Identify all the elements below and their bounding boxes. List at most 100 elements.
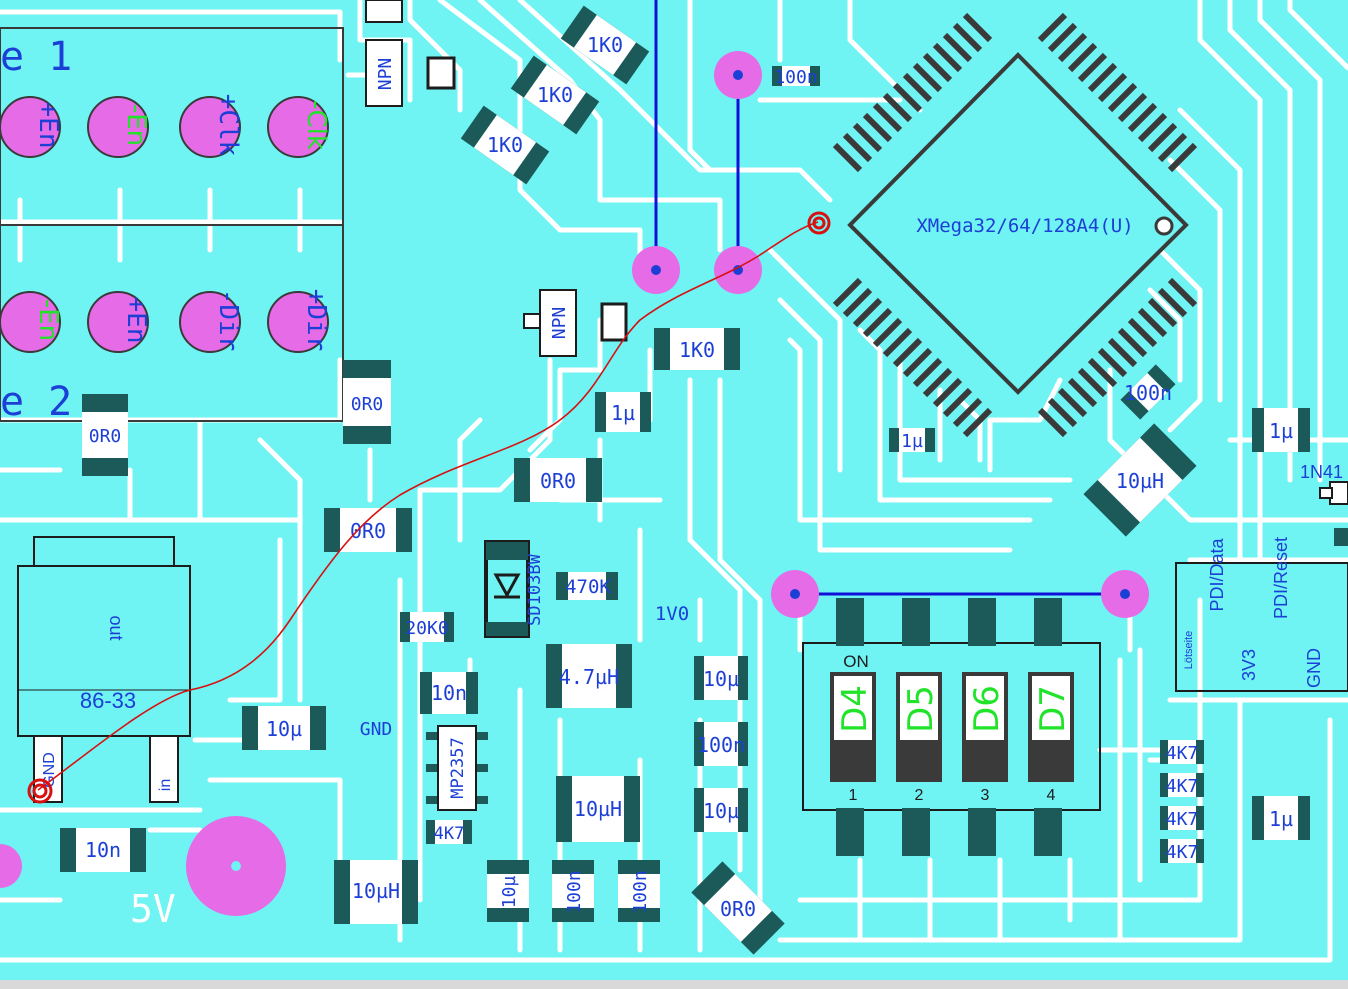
capacitor-10u-d: 10µ [487, 860, 529, 922]
svg-text:20K0: 20K0 [405, 618, 448, 639]
dip-label-4: D7 [1033, 685, 1073, 733]
diode-sd103bw: SD103BW [484, 540, 545, 638]
svg-text:1N41: 1N41 [1300, 462, 1343, 482]
terminal-label-top-1: +En [33, 102, 63, 149]
svg-text:100n: 100n [630, 870, 651, 913]
svg-text:0R0: 0R0 [540, 469, 576, 493]
dip-label-3: D6 [967, 685, 1007, 733]
capacitor-100n-c: 100n [694, 722, 748, 766]
svg-text:1K0: 1K0 [487, 133, 523, 157]
svg-text:1K0: 1K0 [537, 83, 573, 107]
1v0-label: 1V0 [655, 603, 689, 625]
via-pads [0, 0, 1149, 916]
capacitor-100n-d: 100n [552, 860, 594, 922]
svg-text:100n: 100n [774, 67, 817, 88]
buck-converter-ic: MP2357 [426, 725, 488, 811]
dip-label-2: D5 [901, 685, 941, 733]
red-annotation-wire [27, 211, 831, 804]
svg-text:4K7: 4K7 [1166, 809, 1199, 830]
svg-text:0R0: 0R0 [350, 519, 386, 543]
terminal-row-bottom: -En +En -Dir +Dir [0, 289, 331, 353]
pdi-connector: PDI/Data PDI/Reset 3V3 GND Lötseite [1183, 537, 1324, 688]
svg-text:0R0: 0R0 [351, 394, 384, 415]
dip-switch-outline [802, 642, 1101, 811]
svg-text:GND: GND [1304, 648, 1324, 688]
svg-text:1K0: 1K0 [679, 338, 715, 362]
capacitor-100n-mcu [1120, 364, 1176, 420]
capacitor-10n: 10n [420, 672, 478, 714]
gnd-label: GND [360, 719, 393, 740]
capacitor-100n-b: 10n [60, 828, 146, 872]
svg-text:4K7: 4K7 [1166, 743, 1199, 764]
terminal-label-top-2: -En [121, 104, 151, 146]
svg-text:10µ: 10µ [266, 717, 302, 741]
svg-text:10µH: 10µH [574, 797, 622, 821]
dip-label-1: D4 [835, 685, 875, 733]
svg-text:in: in [157, 779, 174, 791]
svg-text:4: 4 [1047, 787, 1056, 804]
terminal-header-1: e 1 [0, 34, 72, 80]
svg-text:Lötseite: Lötseite [1183, 631, 1195, 670]
resistor-1k0-c: 1K0 [460, 105, 550, 185]
inductor-10uh-c: 10µH [556, 776, 640, 842]
resistor-1k0-b: 1K0 [510, 55, 600, 135]
svg-text:10µ: 10µ [499, 876, 520, 909]
diode-1n41: 1N41 [1300, 462, 1348, 546]
pin1-marker-icon [1154, 216, 1174, 236]
voltage-regulator: out 86-33 GND in [17, 536, 191, 803]
dip-switch: ON D4 D5 D6 D7 1 2 3 4 [830, 598, 1074, 856]
svg-text:10µ: 10µ [703, 799, 739, 823]
inductor-4-7uh: 4.7µH [546, 644, 632, 708]
svg-text:1µ: 1µ [1269, 807, 1293, 831]
svg-text:100n: 100n [564, 870, 585, 913]
capacitor-1u-d: 1µ [1252, 796, 1310, 840]
svg-text:10n: 10n [431, 681, 467, 705]
terminal-label-top-4: -Clk [301, 100, 331, 150]
resistor-1k0-d: 1K0 [654, 328, 740, 370]
resistor-array-4k7: 4K7 4K7 4K7 4K7 [1160, 740, 1204, 863]
terminal-label-bottom-1: -En [33, 299, 63, 341]
resistor-1k0-a: 1K0 [560, 5, 650, 85]
terminal-label-bottom-4: +Dir [301, 289, 331, 352]
resistor-20k0: 20K0 [400, 612, 454, 642]
svg-text:PDI/Data: PDI/Data [1207, 537, 1227, 611]
resistor-0r0-d: 0R0 [324, 508, 412, 552]
svg-text:1µ: 1µ [611, 401, 635, 425]
terminal-label-bottom-3: -Dir [213, 289, 243, 352]
terminal-header-2: e 2 [0, 379, 72, 425]
svg-text:0R0: 0R0 [89, 426, 122, 447]
svg-text:NPN: NPN [375, 58, 396, 91]
svg-text:1K0: 1K0 [587, 33, 623, 57]
svg-text:1: 1 [849, 787, 858, 804]
capacitor-10u-c: 10µ [694, 788, 748, 832]
svg-text:MP2357: MP2357 [448, 737, 468, 798]
mcu-chip: XMega32/64/128A4(U) [832, 12, 1198, 438]
svg-text:470K: 470K [565, 576, 611, 598]
svg-text:100n: 100n [697, 733, 745, 757]
5v-label: 5V [130, 887, 176, 931]
capacitor-100n-e: 100n [618, 860, 660, 922]
svg-text:4.7µH: 4.7µH [559, 665, 619, 689]
svg-text:4K7: 4K7 [434, 824, 465, 844]
terminal-label-top-3: +Clk [213, 94, 243, 157]
svg-text:10n: 10n [85, 838, 121, 862]
mcu-pins [832, 12, 1198, 438]
svg-text:1µ: 1µ [901, 431, 923, 452]
capacitor-1u-b: 1µ [889, 428, 935, 452]
resistor-4k7-a: 4K7 [426, 820, 472, 844]
capacitor-10u-a: 10µ [242, 706, 326, 750]
resistor-0r0-a: 0R0 [343, 360, 391, 444]
svg-text:ON: ON [843, 652, 869, 671]
terminal-row-top: +En -En +Clk -Clk [0, 94, 331, 158]
svg-text:NPN: NPN [549, 307, 570, 340]
transistor-npn-2: NPN [523, 289, 628, 357]
resistor-0r0-c: 0R0 [514, 458, 602, 502]
svg-text:3V3: 3V3 [1239, 649, 1259, 681]
svg-text:10µ: 10µ [703, 667, 739, 691]
svg-text:SD103BW: SD103BW [525, 553, 545, 625]
terminal-label-bottom-2: +En [121, 297, 151, 344]
svg-text:4K7: 4K7 [1166, 842, 1199, 863]
mcu-label: XMega32/64/128A4(U) [916, 215, 1133, 237]
svg-text:2: 2 [915, 787, 924, 804]
